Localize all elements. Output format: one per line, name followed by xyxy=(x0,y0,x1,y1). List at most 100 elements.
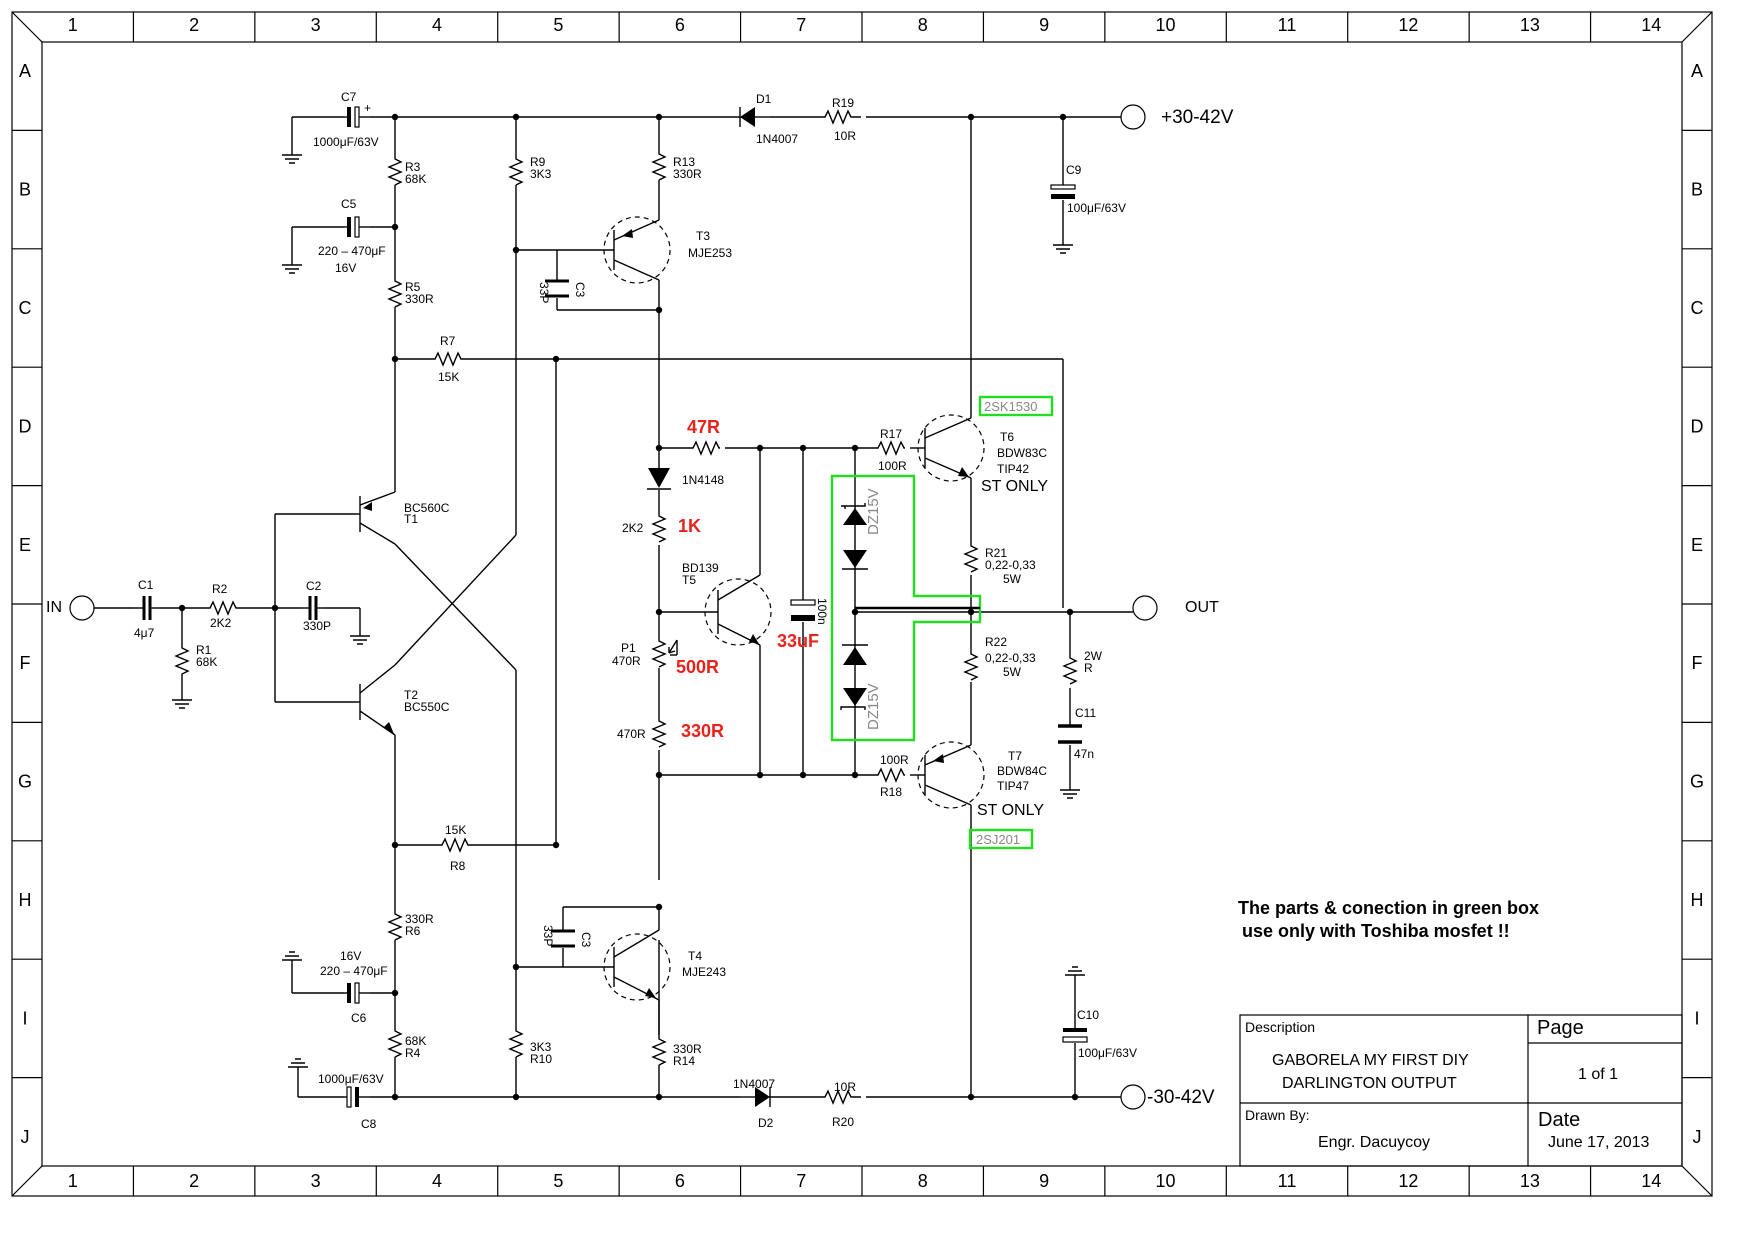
resistor-r6 xyxy=(387,910,403,941)
label-t5-ref: T5 xyxy=(682,573,696,587)
capacitor-c3-top xyxy=(545,279,569,298)
resistor-r22 xyxy=(963,648,979,681)
capacitor-c7: + xyxy=(344,101,371,128)
label-r17-ref: R17 xyxy=(880,427,902,441)
label-p1-ref: P1 xyxy=(621,641,636,655)
label-c1-ref: C1 xyxy=(138,578,154,592)
label-t6-type1: BDW83C xyxy=(997,446,1047,460)
row-marker-left: H xyxy=(19,890,32,910)
resistor-r13 xyxy=(651,150,667,181)
label-r13-value: 330R xyxy=(673,167,702,181)
label-t7-type2: TIP47 xyxy=(997,779,1029,793)
zener-top-label: DZ15V xyxy=(865,488,882,535)
label-t3-ref: T3 xyxy=(696,229,710,243)
label-c3a-value: 33P xyxy=(537,282,551,303)
label-c2-value: 330P xyxy=(303,619,331,633)
capacitor-c8 xyxy=(344,1086,370,1108)
column-marker-top: 2 xyxy=(189,15,199,35)
label-c7-ref: C7 xyxy=(341,90,357,104)
label-100n-value: 100n xyxy=(815,598,829,625)
label-r8-value: 15K xyxy=(445,823,466,837)
resistor-470r xyxy=(651,715,667,748)
label-d1-type: 1N4007 xyxy=(756,132,798,146)
row-marker-right: H xyxy=(1691,890,1704,910)
column-marker-top: 10 xyxy=(1156,15,1176,35)
terminals: IN OUT +30-42V -30-42V xyxy=(46,104,1234,1110)
capacitor-c6 xyxy=(344,982,370,1004)
label-r22-power: 5W xyxy=(1003,665,1022,679)
annotation-500r: 500R xyxy=(676,657,719,677)
column-marker-top: 11 xyxy=(1278,15,1297,35)
resistors xyxy=(174,109,1078,1105)
resistor-r9 xyxy=(508,155,524,186)
label-r21-power: 5W xyxy=(1003,572,1022,586)
label-d3-type: 1N4148 xyxy=(682,473,724,487)
label-r4-ref: R4 xyxy=(405,1046,421,1060)
label-c6-value: 220 – 470μF xyxy=(320,964,388,978)
resistor-r10 xyxy=(508,1027,524,1058)
terminal-vpos-label: +30-42V xyxy=(1161,107,1234,128)
column-marker-bottom: 13 xyxy=(1520,1171,1540,1191)
row-marker-left: G xyxy=(18,772,32,792)
label-t2-ref: T2 xyxy=(404,688,418,702)
label-c9-value: 100μF/63V xyxy=(1067,201,1126,215)
row-marker-left: D xyxy=(19,416,32,436)
transistor-t5 xyxy=(704,578,772,646)
label-c3b-value: 33P xyxy=(541,925,555,946)
label-t7-type1: BDW84C xyxy=(997,764,1047,778)
label-st-only-bottom: ST ONLY xyxy=(977,802,1044,819)
column-marker-bottom: 14 xyxy=(1641,1171,1661,1191)
row-marker-right: A xyxy=(1691,61,1703,81)
resistor-r14 xyxy=(651,1035,667,1066)
column-marker-bottom: 7 xyxy=(796,1171,806,1191)
transistor-t1 xyxy=(355,491,396,545)
label-t6-ref: T6 xyxy=(1000,430,1014,444)
resistor-r20 xyxy=(820,1089,861,1105)
label-r7-ref: R7 xyxy=(440,334,456,348)
column-marker-top: 7 xyxy=(796,15,806,35)
diodes xyxy=(647,107,868,1107)
mosfet-top-tag: 2SK1530 xyxy=(984,399,1038,414)
column-marker-bottom: 8 xyxy=(918,1171,928,1191)
diode-d1 xyxy=(739,107,770,127)
label-r19-ref: R19 xyxy=(832,96,854,110)
terminal-input-label: IN xyxy=(46,599,62,616)
label-c5-value: 220 – 470μF xyxy=(318,244,386,258)
label-c3b-ref: C3 xyxy=(579,932,593,948)
transistor-t4 xyxy=(603,907,671,1035)
capacitors: + xyxy=(134,101,1088,1108)
label-r21-value: 0,22-0,33 xyxy=(985,558,1036,572)
label-c3a-ref: C3 xyxy=(573,282,587,298)
terminal-vneg xyxy=(1120,1084,1146,1110)
label-r5-value: 330R xyxy=(405,292,434,306)
resistor-2k2 xyxy=(651,510,667,543)
row-marker-right: D xyxy=(1691,416,1704,436)
drawing-frame xyxy=(11,11,1713,1197)
title-line-2: DARLINGTON OUTPUT xyxy=(1282,1075,1457,1092)
annotation-330r: 330R xyxy=(681,721,724,741)
column-marker-top: 5 xyxy=(553,15,563,35)
resistor-r2 xyxy=(205,600,240,616)
row-marker-left: I xyxy=(22,1008,27,1028)
page-value: 1 of 1 xyxy=(1578,1066,1618,1083)
column-marker-top: 8 xyxy=(918,15,928,35)
terminal-output-label: OUT xyxy=(1185,599,1219,616)
column-marker-bottom: 9 xyxy=(1039,1171,1049,1191)
red-annotations: 47R 1K 500R 330R 33uF xyxy=(676,417,819,741)
row-marker-right: C xyxy=(1691,298,1704,318)
resistor-r1 xyxy=(174,642,190,680)
column-marker-bottom: 1 xyxy=(68,1171,78,1191)
drawn-by-value: Engr. Dacuycoy xyxy=(1318,1134,1430,1151)
annotation-47r: 47R xyxy=(687,417,720,437)
row-marker-right: I xyxy=(1694,1008,1699,1028)
ground-symbols xyxy=(172,154,1085,1068)
row-marker-right: E xyxy=(1691,535,1703,555)
column-marker-bottom: 5 xyxy=(553,1171,563,1191)
label-zobel-r-value: R xyxy=(1084,661,1093,675)
label-r21-ref: R21 xyxy=(985,546,1007,560)
annotation-1k: 1K xyxy=(678,516,701,536)
column-marker-bottom: 6 xyxy=(675,1171,685,1191)
diode-1n4148-bottom xyxy=(842,644,868,665)
label-t1-type: BC560C xyxy=(404,501,450,515)
